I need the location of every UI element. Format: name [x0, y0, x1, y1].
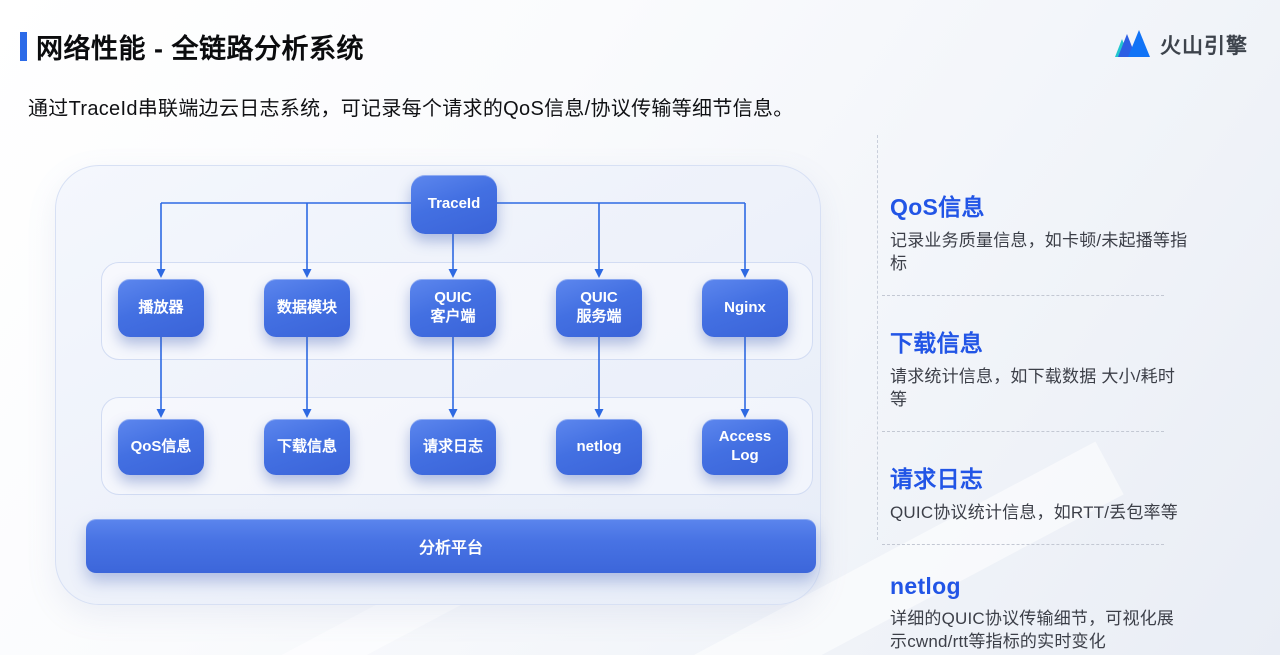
section-desc: 请求统计信息，如下载数据 大小/耗时等	[890, 367, 1176, 409]
sidebar-section-request-log: 请求日志 QUIC协议统计信息，如RTT/丢包率等	[890, 460, 1190, 524]
sidebar-section-qos: QoS信息 记录业务质量信息，如卡顿/未起播等指标	[890, 188, 1190, 275]
section-title: netlog	[890, 573, 961, 599]
page-title: 网络性能 - 全链路分析系统	[36, 34, 364, 64]
sidebar-section-netlog: netlog 详细的QUIC协议传输细节，可视化展示cwnd/rtt等指标的实时…	[890, 573, 1190, 653]
section-title: 请求日志	[890, 466, 984, 492]
node-data-module: 数据模块	[264, 279, 350, 337]
node-qos-info: QoS信息	[118, 419, 204, 475]
node-nginx: Nginx	[702, 279, 788, 337]
node-quic-server: QUIC 服务端	[556, 279, 642, 337]
section-title: 下载信息	[890, 330, 984, 356]
logo-text: 火山引擎	[1160, 35, 1248, 58]
title-accent-bar	[20, 32, 27, 61]
sidebar: QoS信息 记录业务质量信息，如卡顿/未起播等指标 下载信息 请求统计信息，如下…	[882, 188, 1190, 653]
subtitle: 通过TraceId串联端边云日志系统，可记录每个请求的QoS信息/协议传输等细节…	[28, 98, 794, 120]
diagram-container: TraceId 播放器 数据模块 QUIC 客户端 QUIC 服务端 Nginx…	[55, 165, 821, 605]
section-divider	[882, 295, 1164, 296]
node-quic-client: QUIC 客户端	[410, 279, 496, 337]
node-request-log: 请求日志	[410, 419, 496, 475]
node-analysis-platform: 分析平台	[86, 519, 816, 573]
section-divider	[882, 544, 1164, 545]
node-netlog: netlog	[556, 419, 642, 475]
node-traceid: TraceId	[411, 175, 497, 234]
node-download-info: 下载信息	[264, 419, 350, 475]
header: 网络性能 - 全链路分析系统	[20, 27, 364, 66]
vertical-divider	[877, 135, 878, 540]
volcano-engine-logo: 火山引擎	[1114, 30, 1248, 60]
mountain-logo-icon	[1114, 30, 1152, 60]
section-desc: 记录业务质量信息，如卡顿/未起播等指标	[890, 231, 1188, 273]
node-player: 播放器	[118, 279, 204, 337]
section-desc: 详细的QUIC协议传输细节，可视化展示cwnd/rtt等指标的实时变化	[890, 609, 1175, 651]
section-title: QoS信息	[890, 194, 985, 220]
section-divider	[882, 431, 1164, 432]
section-desc: QUIC协议统计信息，如RTT/丢包率等	[890, 503, 1178, 522]
sidebar-section-download: 下载信息 请求统计信息，如下载数据 大小/耗时等	[890, 324, 1190, 411]
node-access-log: Access Log	[702, 419, 788, 475]
